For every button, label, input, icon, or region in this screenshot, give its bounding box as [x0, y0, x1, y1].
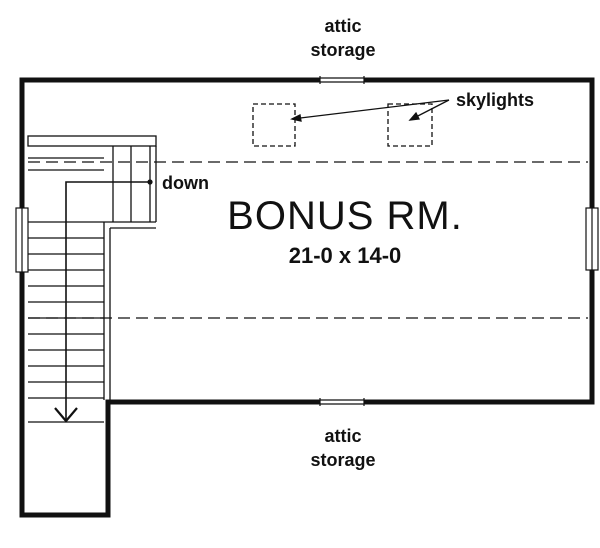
room-name: BONUS RM.: [227, 194, 463, 238]
stair-direction-arrow: [54, 179, 153, 423]
skylights-label: skylights: [456, 90, 534, 110]
skylight-right: [387, 103, 433, 147]
room-dimensions: 21-0 x 14-0: [289, 243, 402, 268]
bottom-wall-opening: [319, 398, 365, 406]
attic-label-top-1: attic: [324, 16, 361, 36]
attic-label-bottom-1: attic: [324, 426, 361, 446]
skylight-leaders: [290, 99, 450, 122]
right-window: [585, 207, 599, 271]
top-wall-opening: [319, 76, 365, 84]
left-window: [15, 207, 29, 273]
down-label: down: [162, 173, 209, 193]
skylight-left: [252, 103, 296, 147]
exterior-walls: [19, 77, 595, 518]
attic-label-top-2: storage: [310, 40, 375, 60]
stair-well: [27, 135, 157, 423]
attic-label-bottom-2: storage: [310, 450, 375, 470]
knee-wall-lines: [28, 161, 588, 319]
